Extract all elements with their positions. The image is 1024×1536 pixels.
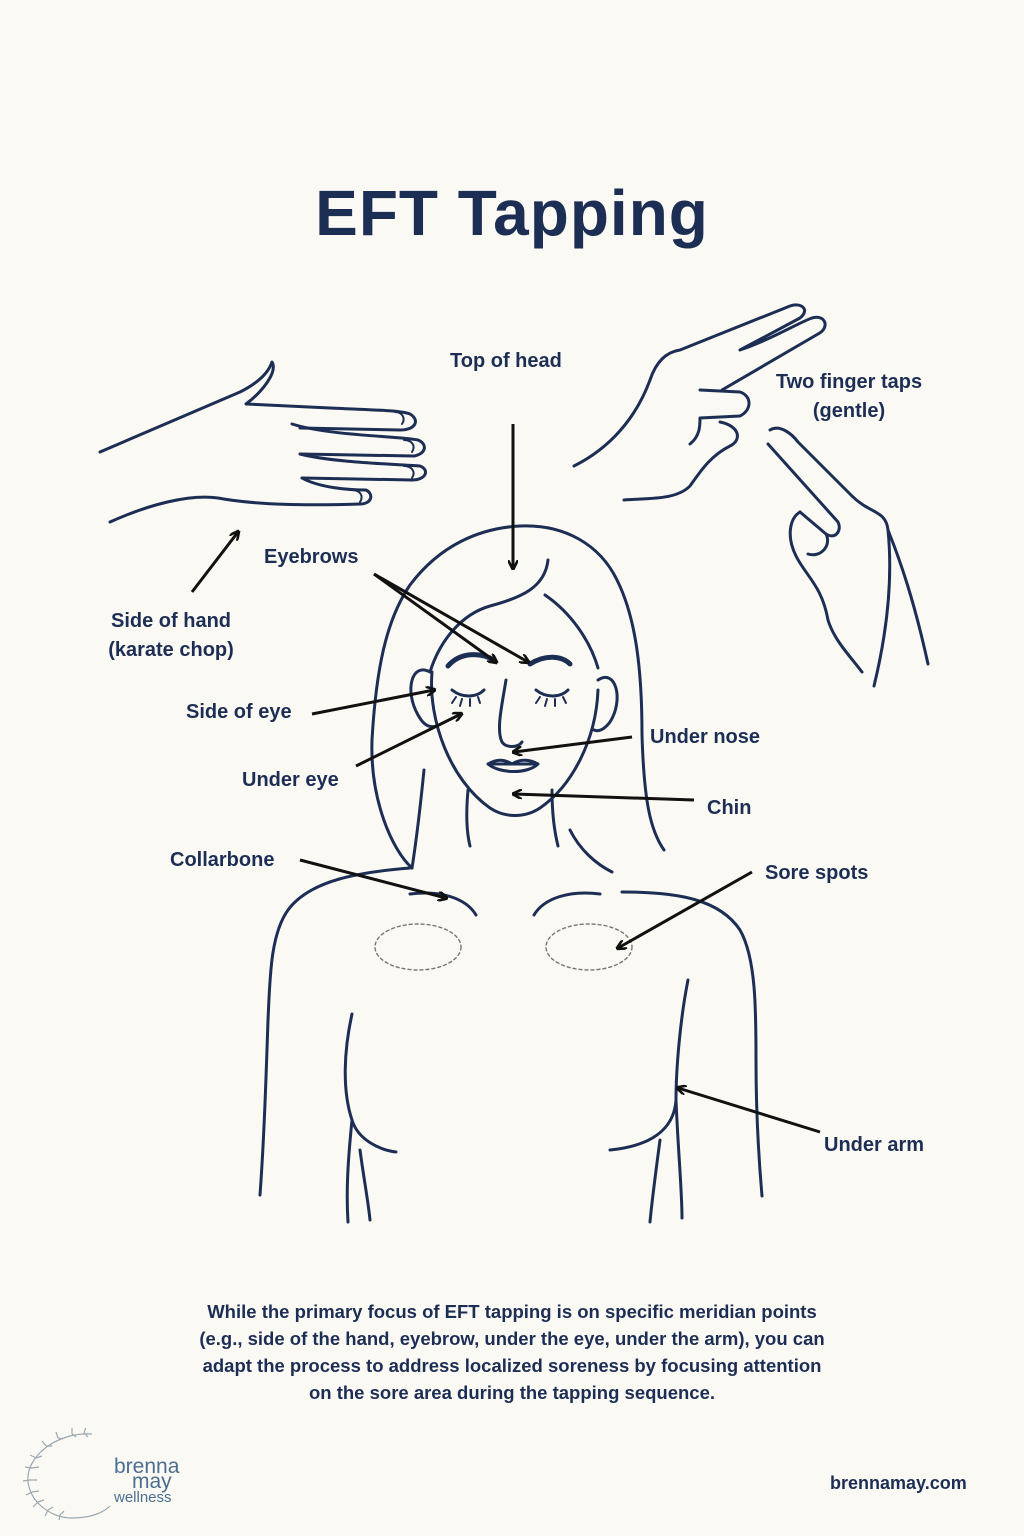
arrow-side-of-eye bbox=[311, 690, 434, 716]
hair-inner-left bbox=[410, 768, 426, 870]
hair-inner-right bbox=[543, 593, 600, 670]
label-top-of-head: Top of head bbox=[450, 350, 562, 372]
label-sore-spots: Sore spots bbox=[765, 862, 869, 884]
label-eyebrows: Eyebrows bbox=[264, 546, 359, 568]
left-collarbone bbox=[408, 891, 478, 917]
right-eyebrow bbox=[527, 654, 573, 667]
label-two-finger-taps-line2: (gentle) bbox=[812, 400, 886, 422]
arrow-eyebrow-left bbox=[373, 572, 496, 662]
brand-logo-text: brenna may wellness bbox=[114, 1455, 180, 1506]
brand-line2: may bbox=[132, 1470, 172, 1493]
right-inner-arm bbox=[674, 1098, 684, 1220]
label-two-finger-taps: Two finger taps (gentle) bbox=[764, 368, 934, 426]
left-torso bbox=[358, 1148, 372, 1222]
label-side-of-hand: Side of hand (karate chop) bbox=[96, 607, 246, 665]
face-outline bbox=[430, 670, 600, 817]
arrow-under-nose bbox=[514, 735, 633, 752]
hair-part bbox=[428, 558, 550, 674]
arrow-under-arm bbox=[678, 1088, 821, 1134]
label-two-finger-taps-line1: Two finger taps bbox=[775, 371, 923, 393]
nose bbox=[497, 678, 524, 748]
label-collarbone: Collarbone bbox=[170, 849, 275, 871]
sore-spot-left bbox=[374, 923, 462, 971]
left-underarm bbox=[343, 1012, 398, 1154]
hair-right-lower bbox=[568, 828, 614, 874]
two-finger-hands-drawing bbox=[572, 303, 930, 688]
left-ear bbox=[409, 668, 438, 729]
arrow-eyebrow-right bbox=[373, 572, 528, 662]
brand-wreath-icon bbox=[22, 1428, 111, 1520]
arrow-under-eye bbox=[355, 714, 461, 768]
label-under-eye: Under eye bbox=[242, 769, 339, 791]
right-torso bbox=[648, 1138, 662, 1224]
pointer-arrows bbox=[190, 424, 821, 1134]
left-inner-arm bbox=[345, 1118, 354, 1224]
karate-chop-hand-drawing bbox=[98, 360, 428, 524]
lips bbox=[486, 758, 540, 773]
arrow-collarbone bbox=[299, 858, 446, 898]
label-chin: Chin bbox=[707, 797, 752, 819]
right-collarbone bbox=[532, 891, 602, 917]
left-eye bbox=[450, 688, 486, 698]
right-ear bbox=[592, 676, 619, 733]
label-side-of-hand-line2: (karate chop) bbox=[108, 639, 234, 661]
sore-spot-right bbox=[545, 923, 633, 971]
page-title: EFT Tapping bbox=[315, 177, 709, 249]
brand-line3: wellness bbox=[114, 1489, 172, 1506]
label-under-nose: Under nose bbox=[650, 726, 761, 748]
neck-right bbox=[550, 788, 560, 848]
right-shoulder bbox=[620, 890, 764, 1198]
brand-line1: brenna bbox=[114, 1455, 180, 1478]
arrow-chin bbox=[514, 794, 695, 802]
hair-outline bbox=[370, 524, 666, 870]
right-eye bbox=[534, 688, 570, 698]
caption-text: While the primary focus of EFT tapping i… bbox=[199, 1301, 825, 1403]
woman-figure-drawing bbox=[258, 524, 764, 1224]
label-under-arm: Under arm bbox=[824, 1134, 925, 1156]
arrow-sore-spots bbox=[618, 870, 753, 948]
neck-left bbox=[465, 788, 472, 848]
label-side-of-eye: Side of eye bbox=[186, 701, 292, 723]
label-side-of-hand-line1: Side of hand bbox=[111, 610, 231, 632]
arrow-side-of-hand bbox=[190, 532, 238, 593]
website-link[interactable]: brennamay.com bbox=[830, 1473, 967, 1493]
left-shoulder bbox=[258, 866, 412, 1197]
